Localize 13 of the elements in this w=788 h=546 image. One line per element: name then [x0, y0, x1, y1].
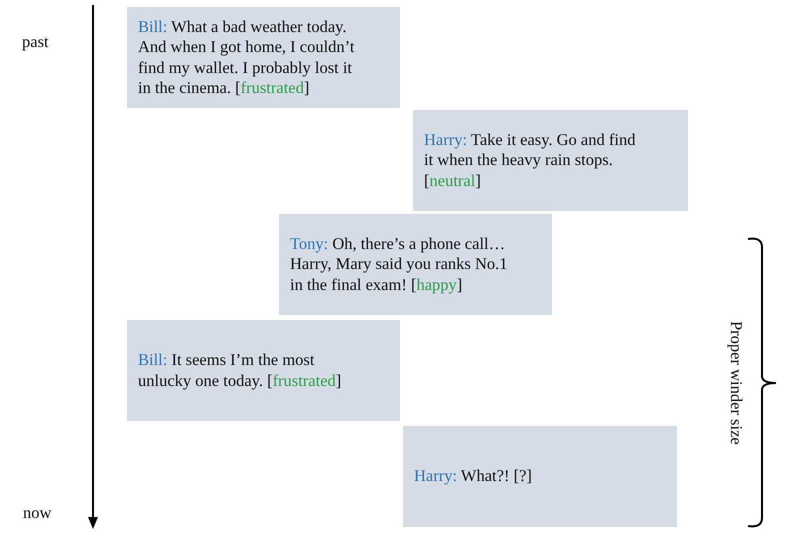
dialogue-box	[403, 426, 677, 527]
dialogue-box	[279, 214, 552, 315]
dialogue-text: Bill: It seems I’m the most unlucky one today. [frustrated]	[138, 350, 342, 391]
time-label: past	[22, 32, 49, 51]
dialogue-box	[413, 110, 688, 211]
time-label: now	[23, 503, 52, 522]
bracket-label: Proper winder size	[727, 321, 746, 445]
dialogue-box	[127, 7, 400, 108]
dialogue-text: Tony: Oh, there’s a phone call… Harry, Mary said you ranks No.1 in the final exam! [happy]	[290, 234, 509, 296]
dialogue-text: Bill: What a bad weather today. And when I got home, I couldn’t find my wallet. I probably lost it in the cinema. [frustrated]	[138, 16, 356, 98]
dialogue-text: Harry: What?! [?]	[414, 466, 533, 487]
dialogue-box	[127, 320, 400, 421]
dialogue-text: Harry: Take it easy. Go and find it when the heavy rain stops. [neutral]	[424, 130, 636, 192]
